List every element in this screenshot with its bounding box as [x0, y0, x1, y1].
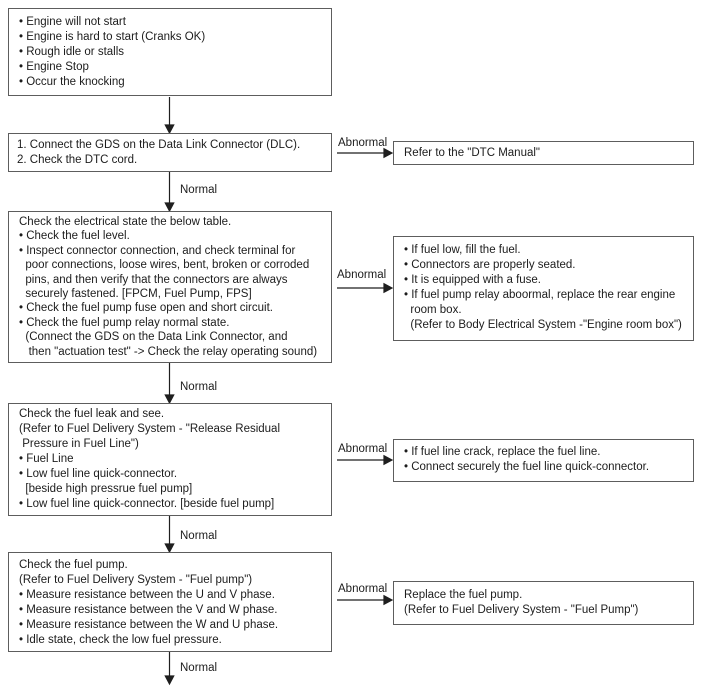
text-line: • Engine is hard to start (Cranks OK)	[19, 31, 206, 43]
normal-label: Normal	[180, 530, 218, 542]
text-line: • Connectors are properly seated.	[404, 259, 576, 271]
text-line: Replace the fuel pump.	[404, 589, 523, 601]
text-line: • If fuel line crack, replace the fuel l…	[404, 446, 601, 458]
text-line: • Check the fuel level.	[19, 230, 130, 243]
text-line: (Refer to Fuel Delivery System - "Fuel P…	[404, 604, 639, 616]
text-line: poor connections, loose wires, bent, bro…	[19, 259, 310, 272]
abnormal-label: Abnormal	[337, 269, 387, 281]
abnormal-label: Abnormal	[338, 583, 388, 595]
action-fuel-line-fix-box: • If fuel line crack, replace the fuel l…	[393, 439, 694, 482]
text-line: Refer to the "DTC Manual"	[404, 147, 540, 159]
text-line: • Occur the knocking	[19, 76, 125, 88]
normal-label: Normal	[180, 381, 218, 393]
text-line: • Measure resistance between the W and U…	[19, 619, 279, 631]
text-line: • If fuel pump relay aboormal, replace t…	[404, 289, 676, 301]
text-line: • Check the fuel pump fuse open and shor…	[19, 302, 273, 315]
text-line: Check the fuel leak and see.	[19, 408, 165, 420]
arrowhead-down-icon	[164, 202, 175, 213]
text-line: • Check the fuel pump relay normal state…	[19, 316, 230, 329]
arrowhead-right-icon	[383, 282, 394, 294]
text-line: [beside high pressrue fuel pump]	[19, 483, 193, 495]
text-line: (Refer to Body Electrical System -"Engin…	[404, 319, 682, 331]
step-electrical-check-box: Check the electrical state the below tab…	[8, 211, 332, 363]
text-line: 1. Connect the GDS on the Data Link Conn…	[17, 139, 301, 151]
text-line: • Inspect connector connection, and chec…	[19, 244, 296, 257]
abnormal-label: Abnormal	[338, 137, 388, 149]
arrowhead-right-icon	[383, 454, 394, 466]
text-line: • It is equipped with a fuse.	[404, 274, 541, 286]
text-line: securely fastened. [FPCM, Fuel Pump, FPS…	[19, 288, 252, 301]
arrowhead-down-icon	[164, 124, 175, 135]
text-line: 2. Check the DTC cord.	[17, 154, 138, 166]
text-line: Check the electrical state the below tab…	[19, 216, 232, 228]
text-line: • Measure resistance between the V and W…	[19, 604, 278, 616]
text-line: • If fuel low, fill the fuel.	[404, 244, 521, 256]
text-line: • Idle state, check the low fuel pressur…	[19, 634, 222, 646]
text-line: • Engine will not start	[19, 16, 126, 28]
arrowhead-right-icon	[383, 594, 394, 606]
abnormal-label: Abnormal	[338, 443, 388, 455]
action-refer-dtc-manual-box: Refer to the "DTC Manual"	[393, 141, 694, 165]
text-line: pins, and then verify that the connector…	[19, 273, 288, 286]
arrowhead-down-icon	[164, 675, 175, 686]
arrowhead-down-icon	[164, 543, 175, 554]
text-line: (Refer to Fuel Delivery System - "Releas…	[19, 423, 281, 435]
text-line: (Refer to Fuel Delivery System - "Fuel p…	[19, 574, 253, 586]
text-line: • Connect securely the fuel line quick-c…	[404, 461, 650, 473]
step-fuel-pump-check-box: Check the fuel pump. (Refer to Fuel Deliv…	[8, 552, 332, 652]
text-line: • Fuel Line	[19, 453, 74, 465]
step-fuel-leak-check-box: Check the fuel leak and see. (Refer to Fu…	[8, 403, 332, 516]
normal-label: Normal	[180, 184, 218, 196]
text-line: Pressure in Fuel Line")	[19, 438, 139, 450]
arrowhead-down-icon	[164, 394, 175, 405]
text-line: room box.	[404, 304, 462, 316]
step-connect-gds-box: 1. Connect the GDS on the Data Link Conn…	[8, 133, 332, 172]
text-line: Check the fuel pump.	[19, 559, 128, 571]
arrowhead-right-icon	[383, 147, 394, 159]
text-line: • Rough idle or stalls	[19, 46, 125, 58]
text-line: • Low fuel line quick-connector.	[19, 468, 178, 480]
symptom-list-box: • Engine will not start • Engine is hard …	[8, 8, 332, 96]
text-line: • Measure resistance between the U and V…	[19, 589, 275, 601]
text-line: (Connect the GDS on the Data Link Connec…	[19, 331, 288, 344]
action-replace-fuel-pump-box: Replace the fuel pump. (Refer to Fuel Del…	[393, 581, 694, 625]
text-line: • Low fuel line quick-connector. [beside…	[19, 498, 275, 510]
text-line: then "actuation test" -> Check the relay…	[19, 345, 318, 358]
action-electrical-fix-box: • If fuel low, fill the fuel. • Connector…	[393, 236, 694, 341]
normal-label: Normal	[180, 662, 218, 674]
text-line: • Engine Stop	[19, 61, 89, 73]
